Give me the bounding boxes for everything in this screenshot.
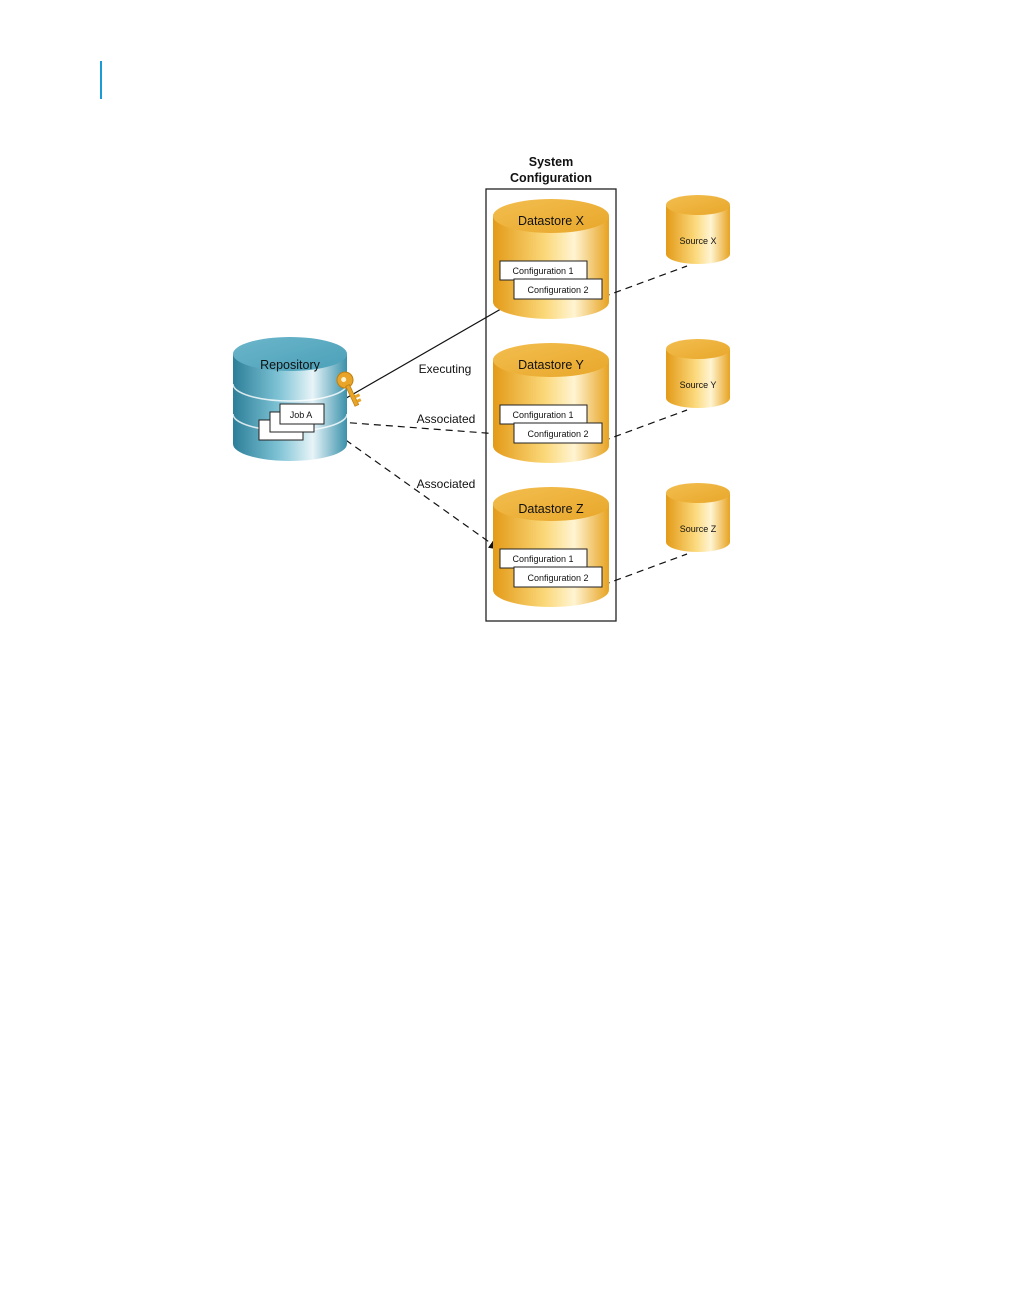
datastore-x-cylinder: Datastore X Configuration 1 Configuratio… (493, 199, 609, 319)
datastore-z-label: Datastore Z (518, 502, 584, 516)
datastore-x-label: Datastore X (518, 214, 585, 228)
job-a-label: Job A (290, 410, 313, 420)
datastore-y-config2-label: Configuration 2 (527, 429, 588, 439)
datastore-y-cylinder: Datastore Y Configuration 1 Configuratio… (493, 343, 609, 463)
source-x-label: Source X (679, 236, 716, 246)
associated-label-z: Associated (417, 477, 476, 491)
datastore-x-config2-label: Configuration 2 (527, 285, 588, 295)
source-z-cylinder: Source Z (666, 483, 730, 552)
repository-cylinder: Repository (233, 337, 347, 461)
system-configuration-title-line1: System (529, 155, 573, 169)
system-configuration-title-line2: Configuration (510, 171, 592, 185)
source-x-cylinder: Source X (666, 195, 730, 264)
datastore-x-config1-label: Configuration 1 (512, 266, 573, 276)
datastore-y-config1-label: Configuration 1 (512, 410, 573, 420)
datastore-z-config2-label: Configuration 2 (527, 573, 588, 583)
executing-label: Executing (419, 362, 472, 376)
repository-label: Repository (260, 358, 320, 372)
associated-label-y: Associated (417, 412, 476, 426)
source-z-label: Source Z (680, 524, 717, 534)
datastore-z-config1-label: Configuration 1 (512, 554, 573, 564)
datastore-z-cylinder: Datastore Z Configuration 1 Configuratio… (493, 487, 609, 607)
source-y-label: Source Y (680, 380, 717, 390)
datastore-y-label: Datastore Y (518, 358, 584, 372)
source-y-cylinder: Source Y (666, 339, 730, 408)
